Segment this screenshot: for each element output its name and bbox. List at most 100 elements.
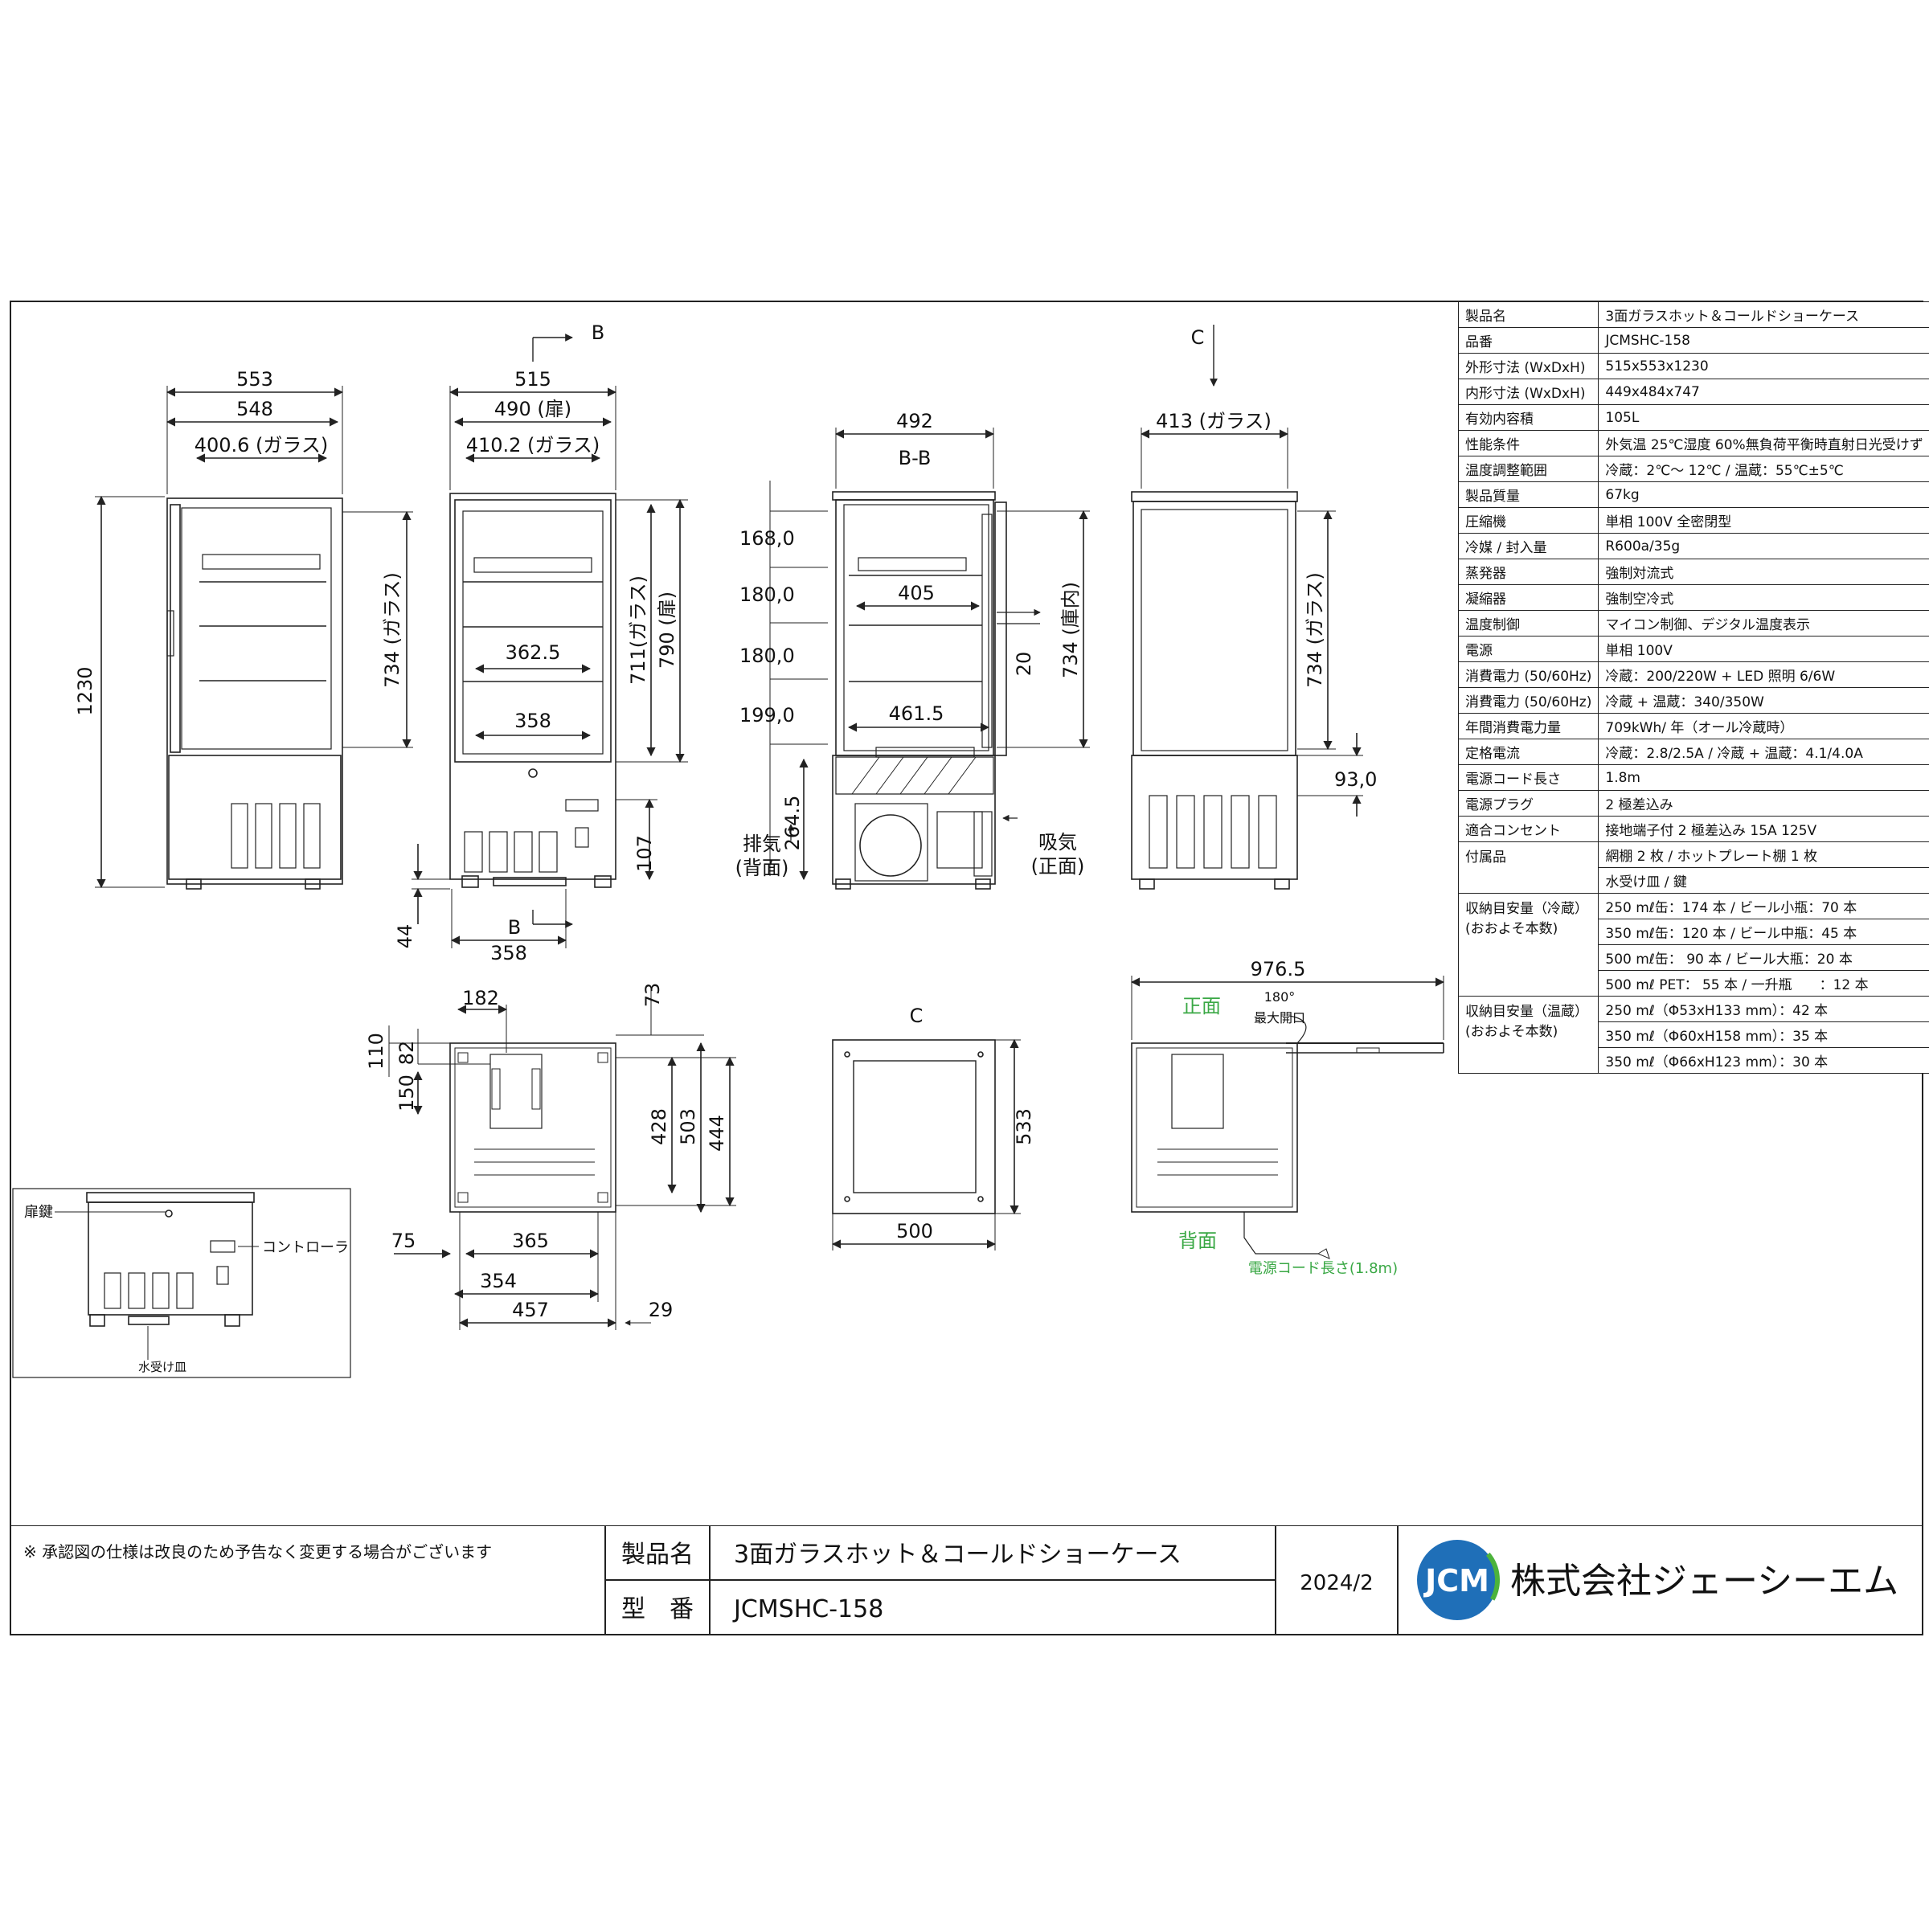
title-model-label: 型 番 (621, 1595, 694, 1623)
dim-door-976: 976.5 (1251, 958, 1306, 980)
spec-value: 449x484x747 (1599, 379, 1929, 405)
spec-label: 製品質量 (1459, 482, 1599, 508)
dim-section-180a: 180,0 (739, 583, 795, 606)
dim-top-533: 533 (1013, 1108, 1035, 1145)
spec-label: 凝縮器 (1459, 585, 1599, 611)
dim-bottom-150: 150 (395, 1074, 418, 1111)
back-view-labels: C 413 (ガラス) 734 (ガラス) 93,0 (1156, 326, 1377, 791)
spec-label: 適合コンセント (1459, 817, 1599, 842)
spec-label: 定格電流 (1459, 739, 1599, 765)
spec-row: 温度調整範囲冷蔵：2℃～ 12℃ / 温蔵：55℃±5℃ (1459, 456, 1929, 482)
dim-bottom-110: 110 (365, 1033, 387, 1070)
dim-front-door-height: 790 (扉) (656, 591, 678, 669)
label-exhaust: 排気 (743, 833, 781, 855)
spec-value: 350 mℓ缶：120 本 / ビール中瓶：45 本 (1599, 919, 1929, 945)
front-view-labels: 515 490 (扉) 410.2 (ガラス) 362.5 358 711(ガラ… (394, 321, 678, 964)
spec-group-label: 収納目安量（温蔵） (1465, 1000, 1591, 1020)
spec-value: 単相 100V 全密閉型 (1599, 508, 1929, 534)
section-mark-c: C (1191, 326, 1205, 349)
spec-value: 冷蔵 + 温蔵：340/350W (1599, 688, 1929, 714)
title-block-svg: ※ 承認図の仕様は改良のため予告なく変更する場合がございます 製品名 型 番 3… (10, 1525, 1923, 1635)
dim-section-199: 199,0 (739, 704, 795, 727)
spec-value: 強制対流式 (1599, 559, 1929, 585)
spec-value: 3面ガラスホット＆コールドショーケース (1599, 302, 1929, 328)
spec-label: 性能条件 (1459, 431, 1599, 456)
dim-side-glass-height: 734 (ガラス) (381, 572, 403, 688)
spec-value: 冷蔵：2.8/2.5A / 冷蔵 + 温蔵：4.1/4.0A (1599, 739, 1929, 765)
title-company: 株式会社ジェーシーエム (1510, 1561, 1898, 1602)
spec-row: 消費電力 (50/60Hz)冷蔵：200/220W + LED 照明 6/6W (1459, 662, 1929, 688)
spec-group-sub: (おおよそ本数) (1465, 917, 1591, 937)
spec-value: 350 mℓ（Φ60xH158 mm）：35 本 (1599, 1022, 1929, 1048)
section-mark-b-top: B (592, 321, 604, 344)
spec-row: 凝縮器強制空冷式 (1459, 585, 1929, 611)
spec-group-label: 付属品 (1465, 845, 1591, 866)
title-block: ※ 承認図の仕様は改良のため予告なく変更する場合がございます 製品名 型 番 3… (10, 1525, 1923, 1635)
dim-bottom-29: 29 (649, 1299, 674, 1321)
title-date: 2024/2 (1300, 1571, 1373, 1595)
section-title-bb: B-B (899, 447, 932, 469)
spec-value: 709kWh/ 年（オール冷蔵時） (1599, 714, 1929, 739)
dim-front-glass-width: 410.2 (ガラス) (466, 434, 600, 456)
title-model-value: JCMSHC-158 (732, 1595, 883, 1623)
spec-value: 1.8m (1599, 765, 1929, 791)
spec-value: R600a/35g (1599, 534, 1929, 559)
dim-bottom-73: 73 (641, 983, 664, 1008)
dim-section-168: 168,0 (739, 527, 795, 550)
spec-value: 250 mℓ（Φ53xH133 mm）：42 本 (1599, 997, 1929, 1022)
label-back-green: 背面 (1178, 1230, 1217, 1252)
dim-front-44: 44 (394, 924, 416, 949)
spec-row: 電源単相 100V (1459, 636, 1929, 662)
label-exhaust-sub: (背面) (735, 857, 789, 879)
spec-label: 圧縮機 (1459, 508, 1599, 534)
side-view-labels: 553 548 400.6 (ガラス) 1230 734 (ガラス) (74, 368, 403, 716)
spec-label: 冷媒 / 封入量 (1459, 534, 1599, 559)
spec-row: 蒸発器強制対流式 (1459, 559, 1929, 585)
section-view-labels: 492 B-B 168,0 180,0 180,0 199,0 405 461.… (735, 410, 1085, 879)
spec-label: 年間消費電力量 (1459, 714, 1599, 739)
spec-group-label: 収納目安量（冷蔵） (1465, 897, 1591, 917)
top-view-title-c: C (910, 1005, 924, 1027)
spec-row: 定格電流冷蔵：2.8/2.5A / 冷蔵 + 温蔵：4.1/4.0A (1459, 739, 1929, 765)
spec-value: 冷蔵：2℃～ 12℃ / 温蔵：55℃±5℃ (1599, 456, 1929, 482)
spec-label: 消費電力 (50/60Hz) (1459, 688, 1599, 714)
spec-row: 消費電力 (50/60Hz)冷蔵 + 温蔵：340/350W (1459, 688, 1929, 714)
dim-front-shelf-362: 362.5 (506, 641, 561, 664)
side-view (95, 386, 413, 889)
spec-value: 67kg (1599, 482, 1929, 508)
label-max-open: 最大開口 (1254, 1010, 1305, 1025)
dim-bottom-428: 428 (648, 1108, 670, 1145)
title-product-value: 3面ガラスホット＆コールドショーケース (734, 1541, 1182, 1569)
top-view (833, 1040, 1021, 1250)
label-controller: コントローラ (262, 1239, 349, 1256)
spec-row: 温度制御マイコン制御、デジタル温度表示 (1459, 611, 1929, 636)
spec-value: 515x553x1230 (1599, 354, 1929, 379)
spec-label: 電源 (1459, 636, 1599, 662)
title-product-label: 製品名 (621, 1541, 694, 1569)
spec-label: 消費電力 (50/60Hz) (1459, 662, 1599, 688)
spec-row: 適合コンセント接地端子付 2 極差込み 15A 125V (1459, 817, 1929, 842)
spec-label: 蒸発器 (1459, 559, 1599, 585)
bottom-view (389, 989, 736, 1330)
dim-side-548: 548 (236, 398, 273, 420)
spec-row: 外形寸法 (WxDxH)515x553x1230 (1459, 354, 1929, 379)
label-cord-length: 電源コード長さ(1.8m) (1248, 1260, 1398, 1277)
dim-bottom-182: 182 (462, 987, 499, 1009)
spec-value: 350 mℓ（Φ66xH123 mm）：30 本 (1599, 1048, 1929, 1074)
spec-value: 冷蔵：200/220W + LED 照明 6/6W (1599, 662, 1929, 688)
spec-row: 収納目安量（温蔵）(おおよそ本数)250 mℓ（Φ53xH133 mm）：42 … (1459, 997, 1929, 1022)
spec-label: 付属品 (1459, 842, 1599, 894)
dim-front-515: 515 (514, 368, 551, 391)
dim-front-foot-358: 358 (490, 942, 527, 964)
dim-side-glass-width: 400.6 (ガラス) (195, 434, 329, 456)
spec-label: 外形寸法 (WxDxH) (1459, 354, 1599, 379)
dim-bottom-457: 457 (512, 1299, 549, 1321)
dim-section-264: 264.5 (781, 796, 804, 851)
dim-bottom-365: 365 (512, 1230, 549, 1252)
spec-label: 品番 (1459, 328, 1599, 354)
spec-label: 内形寸法 (WxDxH) (1459, 379, 1599, 405)
